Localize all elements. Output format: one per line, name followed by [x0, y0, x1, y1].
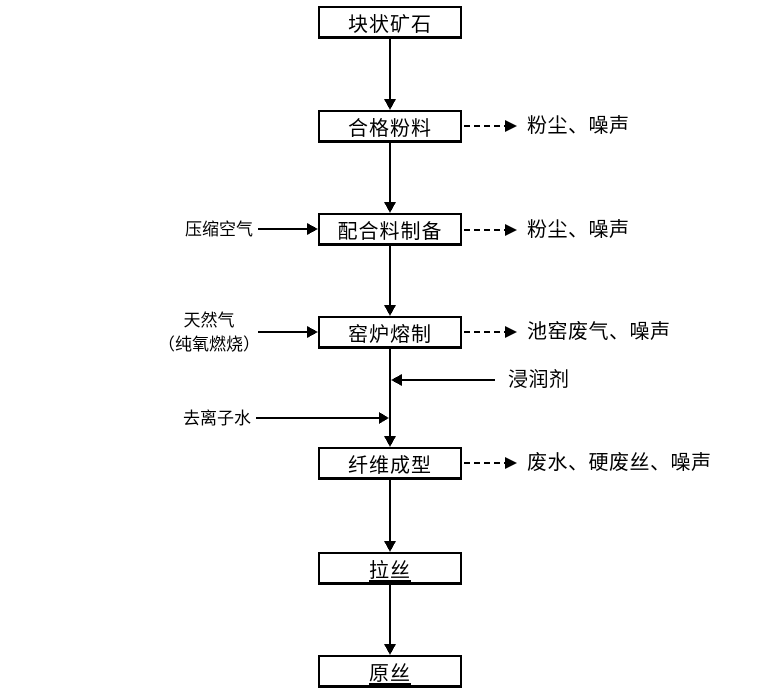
input-arrow-sizing-agent: [391, 374, 495, 386]
process-box-lump-ore-label: 块状矿石: [348, 13, 432, 36]
emission-arrow-powder: [464, 120, 517, 132]
flow-arrow-batch-to-kiln: [384, 246, 396, 316]
process-box-raw-strand-label: 原丝: [369, 662, 411, 685]
process-box-fiber-forming-label: 纤维成型: [348, 454, 432, 477]
process-box-fiber-forming: 纤维成型: [318, 447, 462, 480]
emission-label-dust-noise-2: 粉尘、噪声: [527, 219, 630, 241]
process-box-raw-strand: 原丝: [318, 655, 462, 688]
emission-label-dust-noise-1: 粉尘、噪声: [527, 115, 630, 137]
input-label-natural-gas-line1: 天然气: [183, 311, 235, 330]
emission-arrow-kiln: [464, 326, 517, 338]
flow-arrow-powder-to-batch: [384, 143, 396, 213]
flow-arrow-forming-to-drawing: [384, 480, 396, 552]
emission-arrow-forming: [464, 457, 517, 469]
process-box-drawing-label: 拉丝: [369, 559, 411, 582]
process-box-batch-preparation: 配合料制备: [318, 213, 462, 246]
input-label-natural-gas: 天然气 （纯氧燃烧）: [148, 309, 270, 357]
emission-label-wastewater-waste-noise: 废水、硬废丝、噪声: [527, 452, 712, 474]
input-label-deionized-water: 去离子水: [183, 409, 251, 428]
flow-arrow-drawing-to-strand: [384, 585, 396, 655]
input-label-sizing-agent: 浸润剂: [508, 369, 570, 391]
input-arrow-deionized-water: [256, 412, 389, 424]
input-arrow-natural-gas: [258, 326, 318, 338]
process-box-drawing: 拉丝: [318, 552, 462, 585]
process-box-batch-preparation-label: 配合料制备: [337, 220, 443, 243]
process-box-qualified-powder: 合格粉料: [318, 110, 462, 143]
process-box-kiln-melting: 窑炉熔制: [318, 316, 462, 349]
flow-arrow-ore-to-powder: [384, 39, 396, 110]
process-box-lump-ore: 块状矿石: [318, 6, 462, 39]
input-label-compressed-air: 压缩空气: [185, 220, 253, 239]
flow-arrow-kiln-to-forming: [384, 349, 396, 447]
process-box-qualified-powder-label: 合格粉料: [348, 117, 432, 140]
emission-label-kiln-gas-noise: 池窑废气、噪声: [527, 321, 671, 343]
process-box-kiln-melting-label: 窑炉熔制: [348, 323, 432, 346]
input-arrow-compressed-air: [258, 223, 318, 235]
emission-arrow-batch: [464, 224, 517, 236]
input-label-natural-gas-line2: （纯氧燃烧）: [158, 335, 260, 354]
